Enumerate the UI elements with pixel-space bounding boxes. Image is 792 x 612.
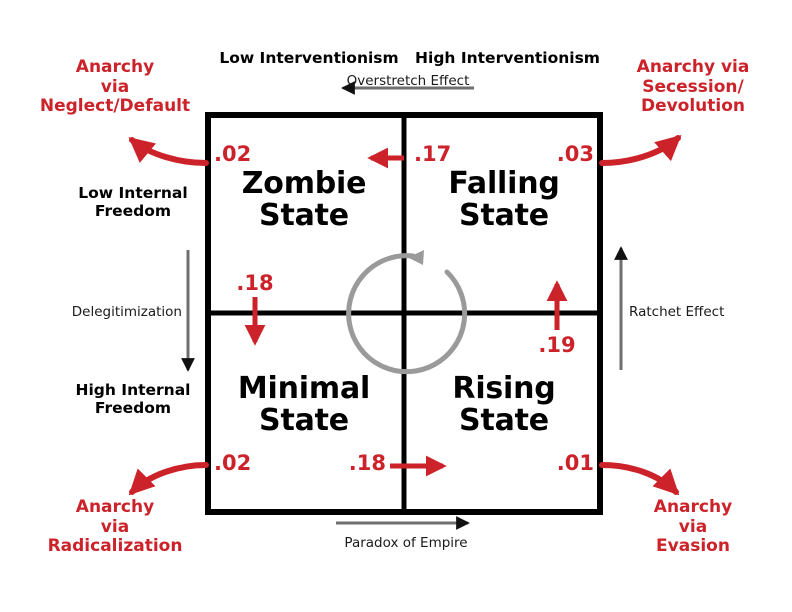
exit-arrow-neglect-default bbox=[128, 137, 209, 166]
quadrant-label-falling-state: Falling State bbox=[448, 166, 560, 234]
effect-label-delegitimization: Delegitimization bbox=[71, 304, 182, 320]
axis-label-high-interventionism: High Interventionism bbox=[415, 49, 600, 67]
exit-arrow-evasion bbox=[599, 462, 680, 496]
quadrant-label-minimal-state: Minimal State bbox=[237, 371, 371, 439]
transition-value-falling-to-zombie: .17 bbox=[414, 142, 452, 166]
exit-value-zombie: .02 bbox=[214, 142, 252, 166]
axis-label-low-internal-freedom: Low Internal Freedom bbox=[78, 184, 188, 220]
quadrant-label-rising-state: Rising State bbox=[452, 371, 556, 439]
effect-label-overstretch: Overstretch Effect bbox=[346, 73, 470, 89]
effect-label-paradox-of-empire: Paradox of Empire bbox=[344, 535, 468, 551]
anarchy-label-radicalization: Anarchy via Radicalization bbox=[47, 497, 183, 557]
anarchy-label-neglect-default: Anarchy via Neglect/Default bbox=[39, 57, 191, 117]
exit-value-rising: .01 bbox=[556, 451, 594, 475]
axis-label-low-interventionism: Low Interventionism bbox=[219, 49, 399, 67]
exit-value-falling: .03 bbox=[556, 142, 594, 166]
central-cycle-arrow bbox=[346, 250, 468, 375]
anarchy-label-secession-devolution: Anarchy via Secession/ Devolution bbox=[636, 57, 750, 117]
effect-label-ratchet-effect: Ratchet Effect bbox=[629, 304, 725, 320]
exit-value-minimal: .02 bbox=[214, 451, 252, 475]
transition-value-rising-to-falling: .19 bbox=[538, 333, 576, 357]
transition-value-minimal-to-rising: .18 bbox=[348, 451, 386, 475]
transition-value-zombie-to-minimal: .18 bbox=[236, 271, 274, 295]
anarchy-label-evasion: Anarchy via Evasion bbox=[653, 497, 733, 557]
axis-label-high-internal-freedom: High Internal Freedom bbox=[75, 381, 191, 417]
exit-arrow-secession-devolution bbox=[599, 134, 682, 166]
quadrant-label-zombie-state: Zombie State bbox=[241, 166, 367, 234]
exit-arrow-radicalization bbox=[128, 462, 209, 496]
